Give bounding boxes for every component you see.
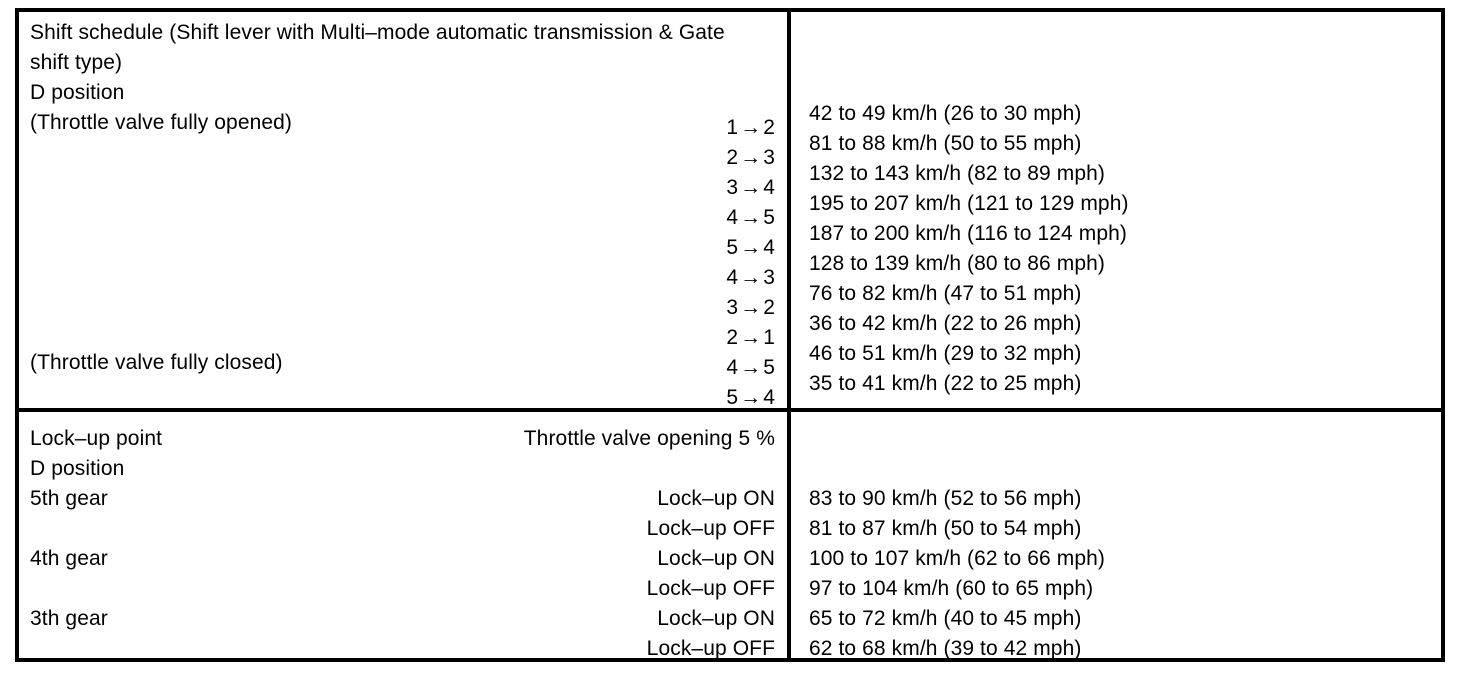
lock-up-speed-value: 81 to 87 km/h (50 to 54 mph) <box>809 517 1082 540</box>
lock-up-state-label: Lock–up OFF <box>646 577 775 600</box>
lock-up-speed-value: 62 to 68 km/h (39 to 42 mph) <box>809 637 1082 660</box>
gear-to: 4 <box>763 386 775 409</box>
gear-transition: 4→5 <box>726 353 775 383</box>
throttle-valve-opening-condition: Throttle valve opening 5 % <box>523 427 775 450</box>
shift-speed-value: 81 to 88 km/h (50 to 55 mph) <box>809 132 1082 155</box>
arrow-right-icon: → <box>740 146 762 169</box>
shift-speed-value: 36 to 42 km/h (22 to 26 mph) <box>809 312 1082 335</box>
shift-schedule-labels: Shift schedule (Shift lever with Multi–m… <box>19 12 787 409</box>
gear-to: 1 <box>763 326 775 349</box>
lock-up-section: Lock–up point Throttle valve opening 5 %… <box>19 412 1441 660</box>
gear-transition: 1→2 <box>726 113 775 143</box>
shift-speed-value: 35 to 41 km/h (22 to 25 mph) <box>809 372 1082 395</box>
lock-up-speed-value: 83 to 90 km/h (52 to 56 mph) <box>809 487 1082 510</box>
gear-to: 4 <box>763 236 775 259</box>
gear-to: 5 <box>763 356 775 379</box>
shift-speed-value: 187 to 200 km/h (116 to 124 mph) <box>809 222 1128 245</box>
shift-speed-value: 132 to 143 km/h (82 to 89 mph) <box>809 162 1106 185</box>
lock-up-state-label: Lock–up OFF <box>646 517 775 540</box>
lock-up-state-label: Lock–up OFF <box>646 637 775 660</box>
lock-up-gear-label: 4th gear <box>30 547 108 570</box>
shift-speed-value: 42 to 49 km/h (26 to 30 mph) <box>809 102 1082 125</box>
gear-from: 5 <box>726 236 739 259</box>
gear-to: 3 <box>763 266 775 289</box>
arrow-right-icon: → <box>740 356 762 379</box>
gear-from: 4 <box>726 206 739 229</box>
gear-from: 3 <box>726 176 739 199</box>
lock-up-speed-value: 65 to 72 km/h (40 to 45 mph) <box>809 607 1082 630</box>
gear-from: 4 <box>726 266 739 289</box>
gear-to: 5 <box>763 206 775 229</box>
gear-to: 2 <box>763 116 775 139</box>
shift-schedule-position-label: D position <box>30 81 125 104</box>
lock-up-speed-value: 97 to 104 km/h (60 to 65 mph) <box>809 577 1094 600</box>
gear-transition: 5→4 <box>726 383 775 413</box>
gear-from: 5 <box>726 386 739 409</box>
arrow-right-icon: → <box>740 176 762 199</box>
arrow-right-icon: → <box>740 266 762 289</box>
lock-up-labels: Lock–up point Throttle valve opening 5 %… <box>19 412 787 660</box>
arrow-right-icon: → <box>740 386 762 409</box>
shift-speed-value: 46 to 51 km/h (29 to 32 mph) <box>809 342 1082 365</box>
gear-from: 2 <box>726 146 739 169</box>
gear-transition: 3→4 <box>726 173 775 203</box>
section-divider <box>19 408 1441 412</box>
specification-table: Shift schedule (Shift lever with Multi–m… <box>15 8 1445 662</box>
lock-up-speed-value: 100 to 107 km/h (62 to 66 mph) <box>809 547 1106 570</box>
gear-transition: 3→2 <box>726 293 775 323</box>
shift-schedule-section: Shift schedule (Shift lever with Multi–m… <box>19 12 1441 409</box>
lock-up-position-label: D position <box>30 457 125 480</box>
gear-transition: 2→3 <box>726 143 775 173</box>
lock-up-gear-label: 3th gear <box>30 607 108 630</box>
throttle-fully-closed-label: (Throttle valve fully closed) <box>30 351 283 374</box>
gear-transition: 2→1 <box>726 323 775 353</box>
gear-from: 2 <box>726 326 739 349</box>
gear-transition: 5→4 <box>726 233 775 263</box>
shift-schedule-values: 42 to 49 km/h (26 to 30 mph) 81 to 88 km/… <box>791 12 1441 408</box>
lock-up-state-label: Lock–up ON <box>657 547 775 570</box>
throttle-fully-opened-label: (Throttle valve fully opened) <box>30 111 293 134</box>
shift-speed-value: 195 to 207 km/h (121 to 129 mph) <box>809 192 1129 215</box>
gear-from: 3 <box>726 296 739 319</box>
shift-speed-value: 128 to 139 km/h (80 to 86 mph) <box>809 252 1106 275</box>
arrow-right-icon: → <box>740 116 762 139</box>
arrow-right-icon: → <box>740 326 762 349</box>
lock-up-values: 83 to 90 km/h (52 to 56 mph) 81 to 87 km/… <box>791 412 1441 660</box>
column-divider <box>787 12 791 658</box>
gear-transition: 4→3 <box>726 263 775 293</box>
lock-up-state-label: Lock–up ON <box>657 487 775 510</box>
shift-speed-value: 76 to 82 km/h (47 to 51 mph) <box>809 282 1082 305</box>
gear-to: 2 <box>763 296 775 319</box>
gear-from: 4 <box>726 356 739 379</box>
arrow-right-icon: → <box>740 206 762 229</box>
gear-from: 1 <box>726 116 739 139</box>
arrow-right-icon: → <box>740 236 762 259</box>
shift-schedule-title-line2: shift type) <box>30 51 123 74</box>
lock-up-title: Lock–up point <box>30 427 163 450</box>
lock-up-gear-label: 5th gear <box>30 487 108 510</box>
arrow-right-icon: → <box>740 296 762 319</box>
gear-to: 4 <box>763 176 775 199</box>
shift-schedule-title-line1: Shift schedule (Shift lever with Multi–m… <box>30 21 725 44</box>
gear-to: 3 <box>763 146 775 169</box>
gear-transition: 4→5 <box>726 203 775 233</box>
lock-up-state-label: Lock–up ON <box>657 607 775 630</box>
